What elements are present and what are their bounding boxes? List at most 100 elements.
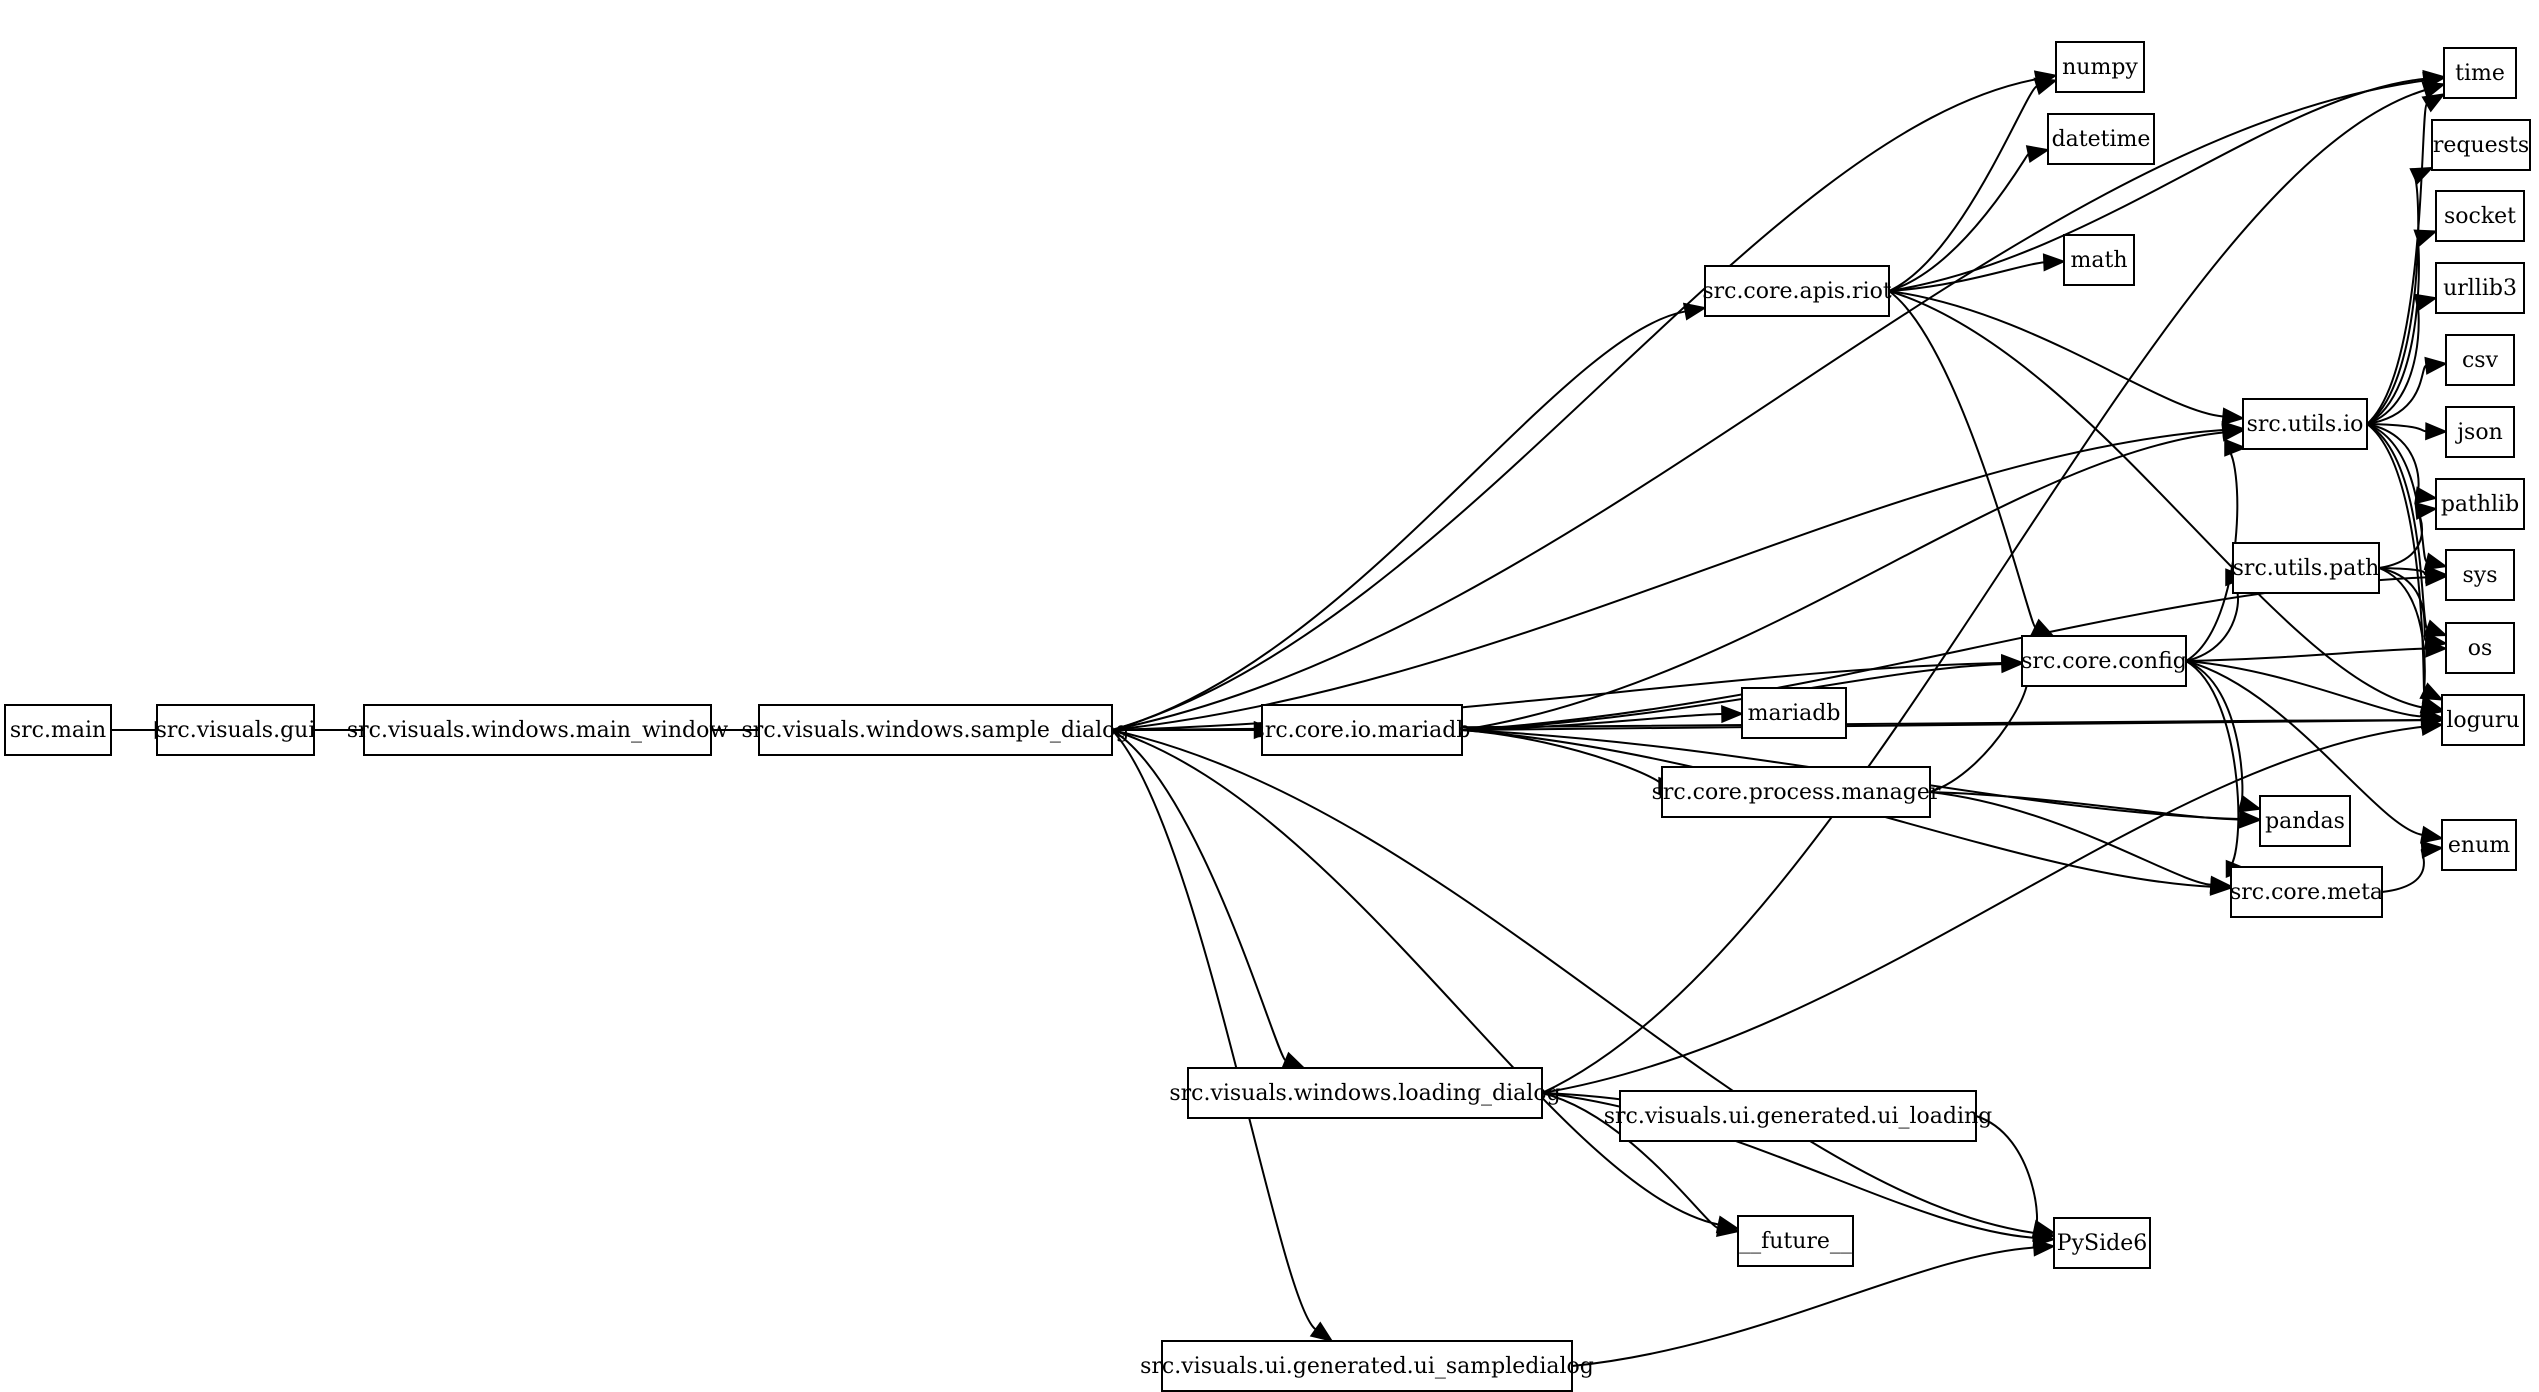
edge-line <box>1461 576 2427 731</box>
node-box <box>1741 687 1847 739</box>
arrowhead <box>1281 1051 1306 1069</box>
edge-loading-dialog-to-future <box>1541 1092 1740 1237</box>
edge-ui-sampledialog-to-pyside6 <box>1571 1238 2057 1367</box>
edge-line <box>1461 719 2423 731</box>
edge-line <box>1929 791 2241 821</box>
node-label: src.visuals.windows.loading_dialog <box>1169 1081 1560 1106</box>
node-label: src.core.config <box>2021 649 2187 674</box>
arrowhead <box>2209 875 2234 894</box>
edge-io-mariadb-to-utils-io <box>1461 423 2246 731</box>
node-utils-io: src.utils.io <box>2242 398 2368 450</box>
arrowhead <box>2237 794 2262 813</box>
edge-line <box>1888 85 2038 292</box>
edge-line <box>2185 576 2239 662</box>
node-label: loguru <box>2446 708 2519 733</box>
edge-utils-io-to-socket <box>2366 229 2438 425</box>
node-box <box>2055 41 2145 93</box>
node-label: src.main <box>10 718 106 743</box>
edge-sample-dialog-to-ui-sampledialog <box>1111 729 1334 1343</box>
node-mariadb: mariadb <box>1741 687 1847 739</box>
node-box <box>2242 398 2368 450</box>
edge-line <box>1111 729 1287 1062</box>
edge-apis-riot-to-time <box>1888 69 2447 292</box>
node-csv: csv <box>2445 334 2515 386</box>
node-box <box>4 704 112 756</box>
edge-config-to-os <box>2185 639 2449 662</box>
node-sys: sys <box>2445 549 2515 601</box>
edge-ui-loading-to-pyside6 <box>1975 1115 2056 1238</box>
node-label: numpy <box>2062 55 2138 80</box>
node-pathlib: pathlib <box>2435 478 2525 530</box>
node-box <box>1261 704 1463 756</box>
node-math: math <box>2063 234 2135 286</box>
edge-sample-dialog-to-loading-dialog <box>1111 729 1306 1069</box>
node-gui: src.visuals.gui <box>156 704 316 756</box>
arrowhead <box>2420 840 2445 859</box>
node-label: urllib3 <box>2443 276 2517 301</box>
node-box <box>2435 478 2525 530</box>
arrowhead <box>2033 77 2058 96</box>
node-box <box>156 704 315 756</box>
edge-line <box>1111 78 2037 731</box>
node-time: time <box>2443 47 2517 99</box>
node-sample-dialog: src.visuals.windows.sample_dialog <box>742 704 1130 756</box>
node-urllib3: urllib3 <box>2435 262 2525 314</box>
edge-process-manager-to-pandas <box>1929 791 2263 829</box>
node-utils-path: src.utils.path <box>2232 542 2380 594</box>
arrowhead <box>2419 825 2444 844</box>
edge-line <box>1111 729 1317 1331</box>
node-loading-dialog: src.visuals.windows.loading_dialog <box>1169 1067 1561 1119</box>
arrowhead <box>2414 486 2439 505</box>
arrowhead <box>2425 565 2449 584</box>
arrowhead <box>2409 166 2434 185</box>
edge-apis-riot-to-utils-io <box>1888 290 2246 426</box>
node-box <box>2230 866 2383 918</box>
edge-line <box>2366 423 2429 630</box>
arrowhead <box>2423 552 2448 571</box>
arrowhead <box>2025 145 2050 163</box>
node-label: src.visuals.windows.main_window <box>347 718 729 743</box>
node-label: enum <box>2448 833 2510 858</box>
edge-line <box>1571 1246 2035 1367</box>
arrowhead <box>1721 704 1745 724</box>
edge-loading-dialog-to-loguru <box>1541 717 2445 1094</box>
edge-utils-io-to-urllib3 <box>2366 293 2438 425</box>
node-label: src.visuals.windows.sample_dialog <box>742 718 1130 743</box>
node-label: src.visuals.ui.generated.ui_sampledialog <box>1140 1354 1594 1379</box>
node-label: src.utils.io <box>2247 412 2364 437</box>
arrowhead <box>2419 695 2444 714</box>
node-box <box>2435 190 2525 242</box>
node-box <box>2445 334 2515 386</box>
node-socket: socket <box>2435 190 2525 242</box>
node-pandas: pandas <box>2259 795 2351 847</box>
node-label: sys <box>2462 563 2497 588</box>
edge-utils-path-to-sys <box>2378 565 2449 584</box>
edge-line <box>1888 290 2037 629</box>
edge-process-manager-to-core-meta <box>1929 791 2234 894</box>
node-box <box>2445 622 2515 674</box>
node-box <box>2445 406 2515 458</box>
node-label: csv <box>2462 348 2499 373</box>
edge-line <box>2185 647 2427 662</box>
node-box <box>363 704 712 756</box>
node-box <box>1704 265 1890 317</box>
node-label: src.visuals.gui <box>156 718 316 743</box>
node-pyside6: PySide6 <box>2053 1217 2151 1269</box>
edge-sample-dialog-to-numpy <box>1111 70 2058 731</box>
node-numpy: numpy <box>2055 41 2145 93</box>
node-process-manager: src.core.process.manager <box>1652 766 1941 818</box>
edge-apis-riot-to-numpy <box>1888 77 2058 292</box>
arrowhead <box>2420 717 2445 737</box>
node-json: json <box>2445 406 2515 458</box>
edge-line <box>1461 729 1663 787</box>
node-ui-sampledialog: src.visuals.ui.generated.ui_sampledialog <box>1140 1340 1594 1392</box>
edge-line <box>1929 673 2029 793</box>
edge-line <box>1975 1115 2039 1230</box>
arrowhead <box>2423 619 2448 637</box>
edge-line <box>2185 660 2423 718</box>
node-requests: requests <box>2431 119 2531 171</box>
edge-line <box>1461 431 2224 731</box>
node-box <box>1661 766 1931 818</box>
node-ui-loading: src.visuals.ui.generated.ui_loading <box>1604 1090 1992 1142</box>
